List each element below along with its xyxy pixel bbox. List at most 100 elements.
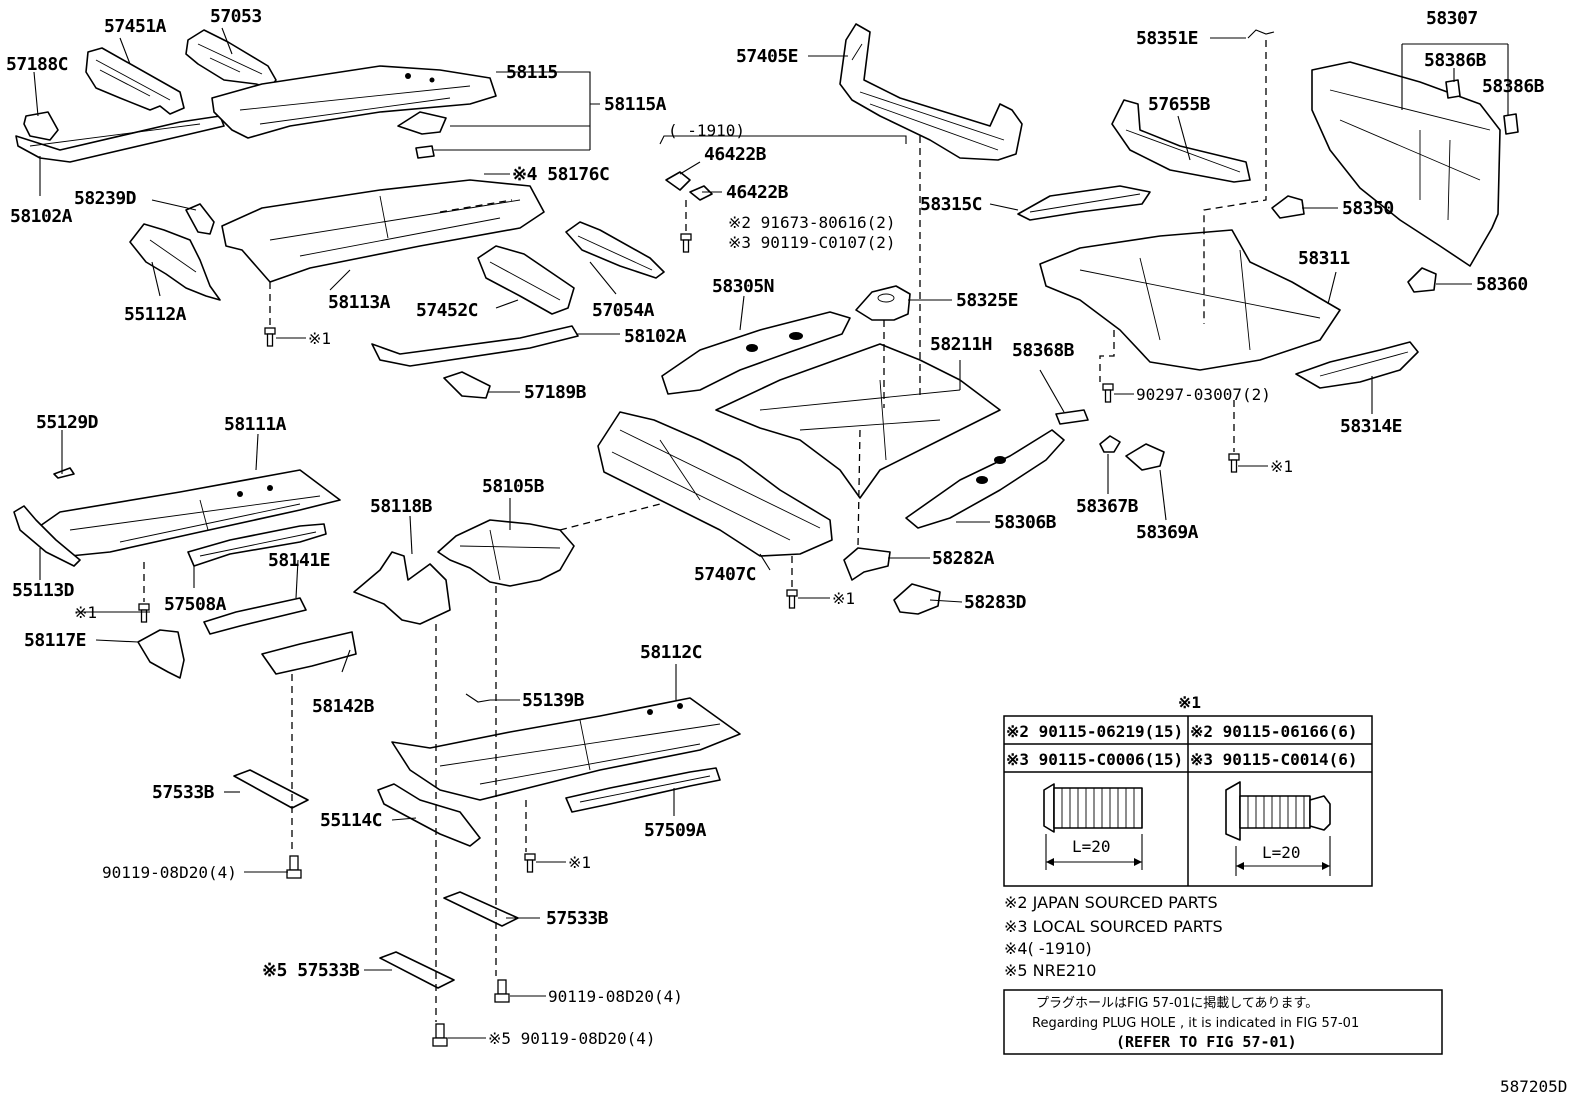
dim-left: L=20 (1072, 837, 1111, 856)
label-57405E: 57405E (736, 46, 798, 67)
label-58115: 58115 (506, 62, 558, 83)
part-46422B (665, 171, 713, 201)
part-58113A (221, 179, 545, 283)
table-row2-right: ※3 90115-C0014(6) (1190, 750, 1358, 769)
label-90119-08D20-3: ※5 90119-08D20(4) (488, 1029, 656, 1048)
label-55112A: 55112A (124, 304, 187, 325)
label-46422B-2: 46422B (726, 182, 789, 203)
label-46422B-1: 46422B (704, 144, 767, 165)
ref1-e: ※1 (568, 853, 591, 872)
table-header: ※1 (1178, 693, 1201, 712)
label-90119-08D20-1: 90119-08D20(4) (102, 863, 237, 882)
ref1-d: ※1 (74, 603, 97, 622)
bolts (138, 233, 1240, 1047)
part-58307 (1311, 61, 1501, 267)
label-57533B-2: 57533B (546, 908, 609, 929)
note-range-1910: ※4( -1910) (1004, 939, 1092, 958)
ref1-c: ※1 (1270, 457, 1293, 476)
part-58105B (437, 519, 575, 587)
part-55113D (13, 505, 81, 567)
label-90119-C0107: ※3 90119-C0107(2) (728, 233, 896, 252)
part-57189B (443, 371, 491, 399)
label-58314E: 58314E (1340, 416, 1402, 437)
part-58283D (893, 583, 941, 615)
part-labels: 57451A 57053 57188C 58115 58115A 58102A … (6, 6, 1545, 1048)
label-90297-03007: 90297-03007(2) (1136, 385, 1271, 404)
label-58118B: 58118B (370, 496, 433, 517)
dashed-lines (143, 40, 1267, 1022)
label-57054A: 57054A (592, 300, 655, 321)
label-58307: 58307 (1426, 8, 1478, 29)
part-58142B (261, 631, 357, 675)
part-58386B (1445, 79, 1519, 135)
info-refer: (REFER TO FIG 57-01) (1116, 1033, 1297, 1051)
label-57655B: 57655B (1148, 94, 1211, 115)
part-58368B (1055, 409, 1089, 425)
label-58176C: ※4 58176C (512, 164, 609, 185)
label-57451A: 57451A (104, 16, 167, 37)
plug-hole-info-box: プラグホールはFIG 57-01に掲載してあります。 Regarding PLU… (1003, 989, 1443, 1055)
part-55112A (129, 223, 221, 301)
label-57533B-1: 57533B (152, 782, 215, 803)
label-58386B-2: 58386B (1482, 76, 1545, 97)
part-58117E (137, 629, 185, 679)
bolt-table: ※1 ※2 90115-06219(15) ※2 90115-06166(6) … (1003, 693, 1373, 887)
bolt-drawing-right: L=20 (1225, 781, 1331, 876)
part-55114C (377, 783, 481, 847)
part-57655B (1111, 99, 1251, 183)
part-58112C (391, 697, 741, 801)
part-58311 (1039, 229, 1341, 371)
label-58305N: 58305N (712, 276, 774, 297)
dim-right: L=20 (1262, 843, 1301, 862)
label-58315C: 58315C (920, 194, 982, 215)
note-local-sourced: ※3 LOCAL SOURCED PARTS (1004, 917, 1223, 936)
part-58360 (1407, 267, 1437, 293)
part-57054A (565, 221, 665, 279)
label-91673-80616: ※2 91673-80616(2) (728, 213, 896, 232)
part-58305N (661, 311, 851, 395)
label-57407C: 57407C (694, 564, 756, 585)
label-58141E: 58141E (268, 550, 330, 571)
part-58306B (905, 429, 1065, 529)
table-row1-left: ※2 90115-06219(15) (1006, 722, 1183, 741)
part-58141E (203, 597, 307, 635)
label-58142B: 58142B (312, 696, 375, 717)
part-58369A (1125, 443, 1165, 471)
leader-lines (33, 27, 1509, 1039)
note-nre210: ※5 NRE210 (1004, 961, 1096, 980)
part-57451A (85, 47, 185, 115)
bolt-drawing-left: L=20 (1043, 783, 1143, 870)
label-55113D: 55113D (12, 580, 75, 601)
label-58113A: 58113A (328, 292, 391, 313)
label-57509A: 57509A (644, 820, 707, 841)
label-57452C: 57452C (416, 300, 478, 321)
figure-code: 587205D (1500, 1077, 1567, 1096)
label-58306B: 58306B (994, 512, 1057, 533)
table-row1-right: ※2 90115-06166(6) (1190, 722, 1358, 741)
label-57053: 57053 (210, 6, 262, 27)
label-58111A: 58111A (224, 414, 287, 435)
label-58105B: 58105B (482, 476, 545, 497)
label-58102A-mid: 58102A (624, 326, 687, 347)
label-55114C: 55114C (320, 810, 382, 831)
part-58350 (1271, 195, 1305, 219)
label-58112C: 58112C (640, 642, 702, 663)
part-55139B (465, 693, 491, 703)
part-58102A-top (15, 115, 225, 163)
part-57452C (477, 245, 575, 315)
label-90119-08D20-2: 90119-08D20(4) (548, 987, 683, 1006)
part-58102A-mid (371, 325, 579, 367)
label-58386B-1: 58386B (1424, 50, 1487, 71)
label-58325E: 58325E (956, 290, 1018, 311)
label-58282A: 58282A (932, 548, 995, 569)
part-57405E (839, 23, 1023, 161)
label-58211H: 58211H (930, 334, 992, 355)
part-58314E (1295, 341, 1419, 389)
label-57189B: 57189B (524, 382, 587, 403)
label-57188C: 57188C (6, 54, 68, 75)
label-58117E: 58117E (24, 630, 86, 651)
part-58239D (185, 203, 215, 235)
label-58115A: 58115A (604, 94, 667, 115)
table-row2-left: ※3 90115-C0006(15) (1006, 750, 1183, 769)
part-57533B (233, 769, 519, 989)
